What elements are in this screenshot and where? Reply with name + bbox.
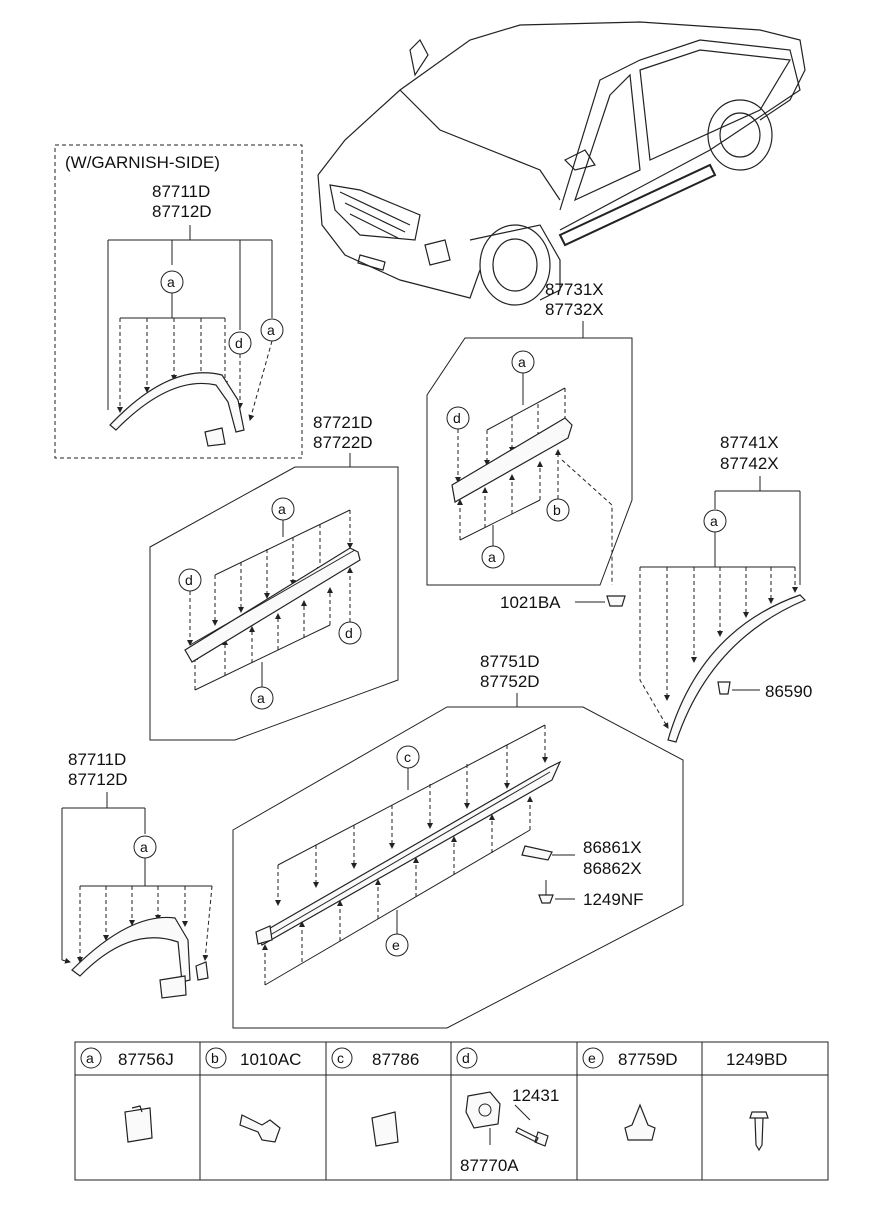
part-label-86862X: 86862X xyxy=(583,859,642,878)
legend-part-c: 87786 xyxy=(372,1050,419,1069)
callout-a: a xyxy=(257,690,265,706)
legend-part-a: 87756J xyxy=(118,1050,174,1069)
part-number: 87722D xyxy=(313,433,373,452)
clip-e-icon xyxy=(624,1103,656,1141)
legend-part-e: 87759D xyxy=(618,1050,678,1069)
part-number: 87731X xyxy=(545,280,604,299)
part-number: 87751D xyxy=(480,652,540,671)
group-87741X: 87741X 87742X a 86590 xyxy=(639,433,812,743)
legend-letter-a: a xyxy=(86,1050,94,1066)
group-87711D-lower: 87711D 87712D a xyxy=(61,750,213,999)
callout-a: a xyxy=(140,839,148,855)
callout-a: a xyxy=(267,322,275,338)
legend-letter-e: e xyxy=(588,1050,596,1066)
garnish-label: (W/GARNISH-SIDE) xyxy=(65,153,220,172)
clip-a-icon xyxy=(124,1105,153,1143)
vehicle-illustration xyxy=(317,21,806,306)
group-87721D: 87721D 87722D a d d a xyxy=(149,413,399,741)
callout-d: d xyxy=(185,572,193,588)
legend-part-d-top: 12431 xyxy=(512,1086,559,1105)
part-number: 87711D xyxy=(68,750,126,769)
legend-part-d-bottom: 87770A xyxy=(460,1156,519,1175)
legend-letter-b: b xyxy=(211,1050,219,1066)
part-number: 87712D xyxy=(68,770,128,789)
part-label-1021BA: 1021BA xyxy=(500,593,561,612)
clip-d-icon xyxy=(465,1091,501,1129)
group-87751D: 87751D 87752D c e 86861X 86862X 1249 xyxy=(232,652,684,1029)
legend-letter-d: d xyxy=(462,1050,470,1066)
callout-a: a xyxy=(278,501,286,517)
group-87731X: 87731X 87732X a d b a 1021BA xyxy=(426,280,633,612)
part-number: 87741X xyxy=(720,433,779,452)
callout-a: a xyxy=(488,549,496,565)
callout-a: a xyxy=(518,354,526,370)
callout-a: a xyxy=(167,274,175,290)
part-number: 87711D xyxy=(152,182,210,201)
callout-e: e xyxy=(392,937,400,953)
callout-c: c xyxy=(404,749,411,765)
group-garnish-side: (W/GARNISH-SIDE) 87711D 87712D a d a xyxy=(54,144,303,459)
part-label-86590: 86590 xyxy=(765,682,812,701)
part-label-86861X: 86861X xyxy=(583,838,642,857)
legend-table: a 87756J b 1010AC c 87786 d e 87759D 124… xyxy=(74,1041,829,1181)
part-label-1249NF: 1249NF xyxy=(583,890,643,909)
callout-d: d xyxy=(453,410,461,426)
clip-c-icon xyxy=(371,1111,399,1147)
callout-d: d xyxy=(345,625,353,641)
clip-b-icon xyxy=(239,1114,281,1143)
screw-d-icon xyxy=(515,1127,549,1147)
part-number: 87752D xyxy=(480,672,540,691)
callout-b: b xyxy=(553,502,561,518)
part-number: 87732X xyxy=(545,300,604,319)
callout-d: d xyxy=(235,335,243,351)
legend-letter-c: c xyxy=(337,1050,344,1066)
callout-a: a xyxy=(710,513,718,529)
legend-part-b: 1010AC xyxy=(240,1050,301,1069)
legend-part-f: 1249BD xyxy=(726,1050,787,1069)
part-number: 87712D xyxy=(152,202,212,221)
part-number: 87721D xyxy=(313,413,373,432)
screw-f-icon xyxy=(749,1111,769,1152)
part-number: 87742X xyxy=(720,454,779,473)
